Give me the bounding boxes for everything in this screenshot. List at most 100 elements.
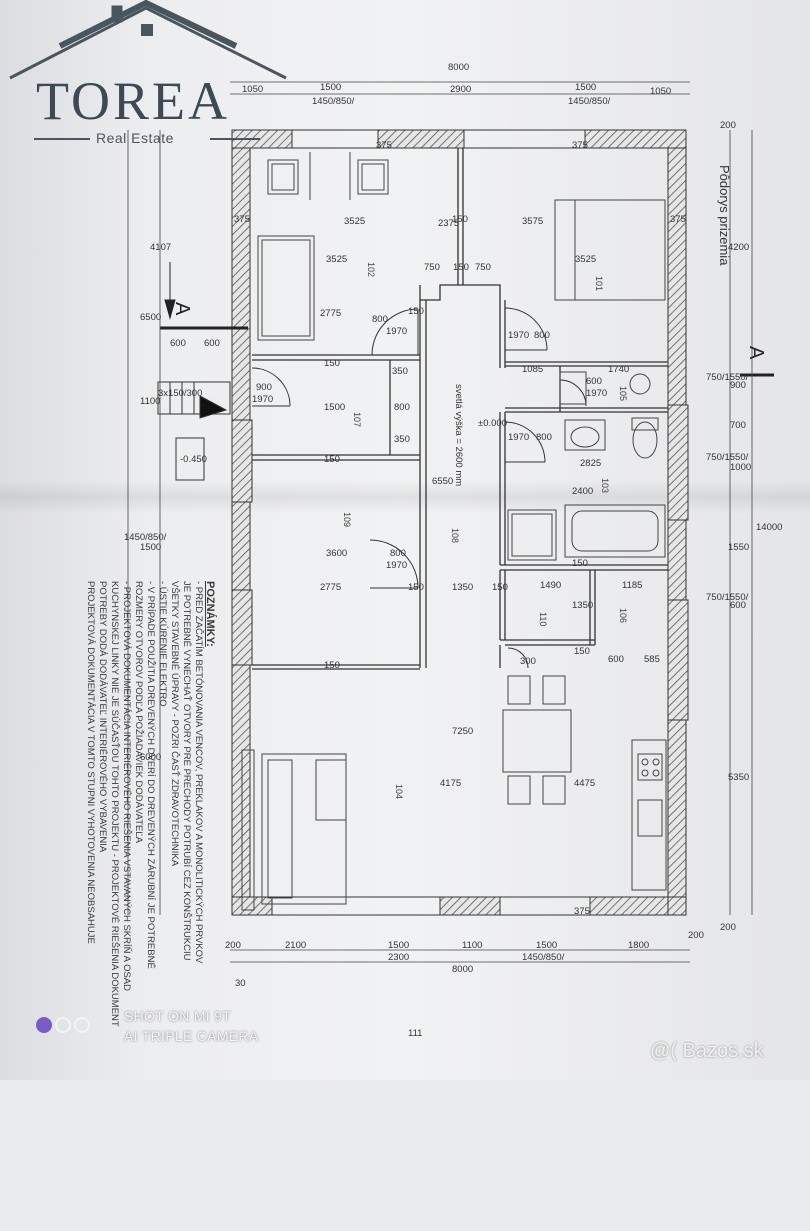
notes-title: POZNÁMKY: xyxy=(204,581,216,647)
dim-150-c: 150 xyxy=(408,306,424,317)
dim-mid-2375: 2375 xyxy=(438,218,459,229)
dim-103-2400: 2400 xyxy=(572,486,593,497)
dim-clear-height: svetlá výška = 2600 mm xyxy=(453,384,464,486)
dim-bot-total: 8000 xyxy=(452,964,473,975)
dim-top-total: 8000 xyxy=(448,62,469,73)
notes-line: PROJEKTOVÁ DOKUMENTÁCIA V TOMTO STUPNI V… xyxy=(85,581,96,944)
dim-108-6550: 6550 xyxy=(432,476,453,487)
dim-109-150: 150 xyxy=(324,454,340,465)
dim-109-2775: 2775 xyxy=(320,582,341,593)
dim-101-width: 3575 xyxy=(522,216,543,227)
dim-104-7250: 7250 xyxy=(452,726,473,737)
room-110: 110 xyxy=(538,612,548,626)
site-watermark: @( Bazos.sk xyxy=(650,1040,764,1062)
dim-106-1185: 1185 xyxy=(622,580,642,591)
dim-door-800-a: 800 xyxy=(372,314,388,325)
dim-106-585: 585 xyxy=(644,654,660,665)
dim-110-1490: 1490 xyxy=(540,580,561,591)
notes-line: - V PRÍPADE POUŽITIA DREVENÝCH DVERÍ DO … xyxy=(145,581,156,969)
dim-101-height: 3525 xyxy=(575,254,596,265)
dim-right-h: 1550 xyxy=(728,542,749,553)
notes-line: - PRED ZAČATÍM BETÓNOVANIA VENCOV, PREKL… xyxy=(193,581,204,964)
dim-top-e: 1050 xyxy=(650,86,671,97)
dim-mid-150-a: 150 xyxy=(452,214,468,225)
dim-right-total: 14000 xyxy=(756,522,782,533)
dim-107-350-b: 350 xyxy=(394,434,410,445)
notes-line: POTREBY DODÁ DODÁVATEĽ INTERIÉROVÉHO VYB… xyxy=(97,581,108,853)
camera-dots-icon xyxy=(36,1016,93,1034)
dim-106-150-b: 150 xyxy=(574,646,590,657)
logo-subtitle: Real Estate xyxy=(96,130,174,146)
dim-left-d: 1500 xyxy=(140,542,161,553)
dim-top-c: 2900 xyxy=(450,84,471,95)
dim-bot-d: 1100 xyxy=(462,940,482,951)
camera-line-1: SHOT ON MI 9T xyxy=(124,1008,232,1024)
dim-window-600-a: 600 xyxy=(170,338,186,349)
logo-rule-left xyxy=(34,138,90,140)
dim-wall-375-top-1: 375 xyxy=(376,140,392,151)
dim-102-width: 3525 xyxy=(344,216,365,227)
room-107: 107 xyxy=(352,412,362,427)
dim-window-600-b: 600 xyxy=(204,338,220,349)
room-103: 103 xyxy=(600,478,610,493)
section-letter-right: A xyxy=(745,346,767,360)
dim-level-minus: -0.450 xyxy=(180,454,207,465)
dim-bot-c: 1500 xyxy=(388,940,409,951)
entrance-steps xyxy=(157,381,231,481)
camera-watermark: SHOT ON MI 9T AI TRIPLE CAMERA xyxy=(124,1006,258,1046)
camera-line-2: AI TRIPLE CAMERA xyxy=(124,1028,259,1044)
dim-bot-f: 1800 xyxy=(628,940,649,951)
room-102: 102 xyxy=(366,262,376,277)
dim-right-l: 200 xyxy=(720,922,736,933)
dimension-lines xyxy=(127,81,753,963)
dim-109-150-b: 150 xyxy=(408,582,424,593)
dim-102-height: 3525 xyxy=(326,254,347,265)
dim-bot-h: 2300 xyxy=(388,952,409,963)
room-106: 106 xyxy=(618,608,628,623)
dim-mid-750-a: 750 xyxy=(424,262,440,273)
interior-walls xyxy=(252,148,668,670)
room-105: 105 xyxy=(618,386,628,401)
dim-107-900: 900 xyxy=(256,382,272,393)
dim-right-d: 900 xyxy=(730,380,746,391)
section-letters: A A xyxy=(171,302,767,360)
notes-line: - ÚSTIE KÚRENIE ELEKTRO xyxy=(157,581,168,707)
dim-105-1085: 1085 xyxy=(522,364,543,375)
outer-walls xyxy=(231,129,689,916)
dim-right-f: 1000 xyxy=(730,462,751,473)
logo-wordmark: TOREA xyxy=(36,71,231,131)
room-101: 101 xyxy=(594,276,604,291)
dim-right-k: 5350 xyxy=(728,772,749,783)
notes-block: POZNÁMKY: - PRED ZAČATÍM BETÓNOVANIA VEN… xyxy=(84,581,216,1231)
dim-right-a: 200 xyxy=(720,120,736,131)
dim-door-1970-a: 1970 xyxy=(386,326,407,337)
dim-105-600: 600 xyxy=(586,376,602,387)
dim-left-e: 6000 xyxy=(140,752,161,763)
notes-line: ROZMERY OTVOROV PODĽA POŽIADAVIEK DODÁVA… xyxy=(133,581,144,844)
dim-left-b: 6500 xyxy=(140,312,161,323)
dim-103-2825: 2825 xyxy=(580,458,601,469)
dim-left-a: 4107 xyxy=(150,242,171,253)
dim-door-1970-v: 1970 xyxy=(508,330,529,341)
dim-bot-e-sub: 1450/850/ xyxy=(522,952,565,963)
dim-105-1740: 1740 xyxy=(608,364,629,375)
dim-right-c: 750/1550/ xyxy=(706,372,749,383)
dim-right-b: 4200 xyxy=(728,242,749,253)
notes-line: - PROJEKTOVÁ DOKUMENTÁCIA INTERIÉROVÉHO … xyxy=(121,581,132,991)
dim-bot-extra: 111 xyxy=(408,1028,422,1039)
dim-bot-b: 2100 xyxy=(285,940,306,951)
dim-110-1350: 1350 xyxy=(572,600,593,611)
section-letter-left: A xyxy=(171,302,193,316)
inner-dimension-text: 3525 3525 3575 3525 375 375 375 375 2375… xyxy=(158,140,686,917)
dim-106-600: 600 xyxy=(608,654,624,665)
dim-108-1350: 1350 xyxy=(452,582,473,593)
sheet-title: Pôdorys prizemia xyxy=(717,165,732,266)
floor-plan: 8000 1050 1500 1450/850/ 2900 1500 1450/… xyxy=(9,0,782,1039)
dim-105-1970: 1970 xyxy=(586,388,607,399)
dim-left-d-sub: 1450/850/ xyxy=(124,532,167,543)
dim-107-1500: 1500 xyxy=(324,402,345,413)
dim-top-d: 1500 xyxy=(575,82,596,93)
logo-rule-right xyxy=(210,138,260,140)
dim-wall-375-right: 375 xyxy=(670,214,686,225)
notes-line: KUCHYNSKEJ LINKY NIE JE SÚČASŤOU TOHTO P… xyxy=(109,581,120,1027)
